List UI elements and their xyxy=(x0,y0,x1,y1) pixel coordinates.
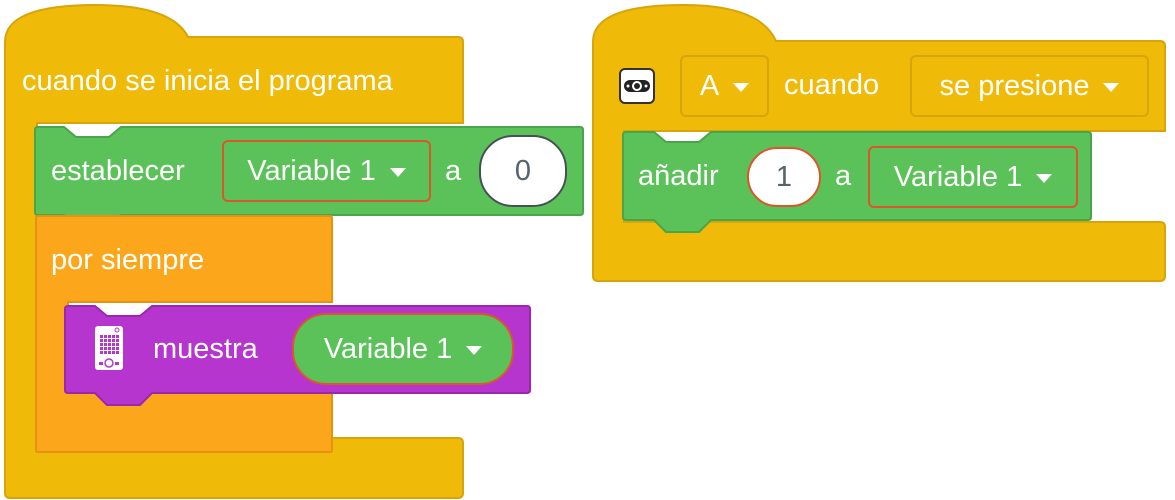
chevron-down-icon xyxy=(733,83,750,92)
add-value-input[interactable]: 1 xyxy=(747,147,821,207)
forever-label: por siempre xyxy=(51,244,205,276)
set-variable-name: Variable 1 xyxy=(247,154,376,187)
chevron-down-icon xyxy=(466,346,483,355)
add-variable-dropdown[interactable]: Variable 1 xyxy=(868,146,1078,208)
add-connector-label: a xyxy=(835,160,852,192)
chevron-down-icon xyxy=(1036,174,1053,183)
when-label: cuando xyxy=(784,69,880,101)
button-select-dropdown[interactable]: A xyxy=(680,55,769,117)
button-event-block[interactable] xyxy=(592,3,1166,282)
chevron-down-icon xyxy=(1103,83,1120,92)
microbit-display-icon xyxy=(92,324,126,372)
chevron-down-icon xyxy=(389,168,406,177)
set-label: establecer xyxy=(51,155,185,187)
show-variable-reporter[interactable]: Variable 1 xyxy=(292,313,514,385)
event-type-dropdown[interactable]: se presione xyxy=(910,55,1149,117)
button-select-value: A xyxy=(699,69,720,102)
gamepad-button-icon xyxy=(619,68,655,104)
show-variable-name: Variable 1 xyxy=(323,332,453,365)
set-variable-dropdown[interactable]: Variable 1 xyxy=(222,140,431,202)
set-value: 0 xyxy=(514,154,532,187)
add-label: añadir xyxy=(638,160,719,192)
set-connector-label: a xyxy=(445,155,462,187)
add-value: 1 xyxy=(775,160,793,193)
start-hat-label: cuando se inicia el programa xyxy=(22,65,393,97)
event-type-value: se presione xyxy=(939,69,1090,102)
set-value-input[interactable]: 0 xyxy=(479,135,567,207)
show-label: muestra xyxy=(153,333,258,365)
add-variable-name: Variable 1 xyxy=(893,160,1023,193)
set-variable-block[interactable] xyxy=(34,126,584,226)
